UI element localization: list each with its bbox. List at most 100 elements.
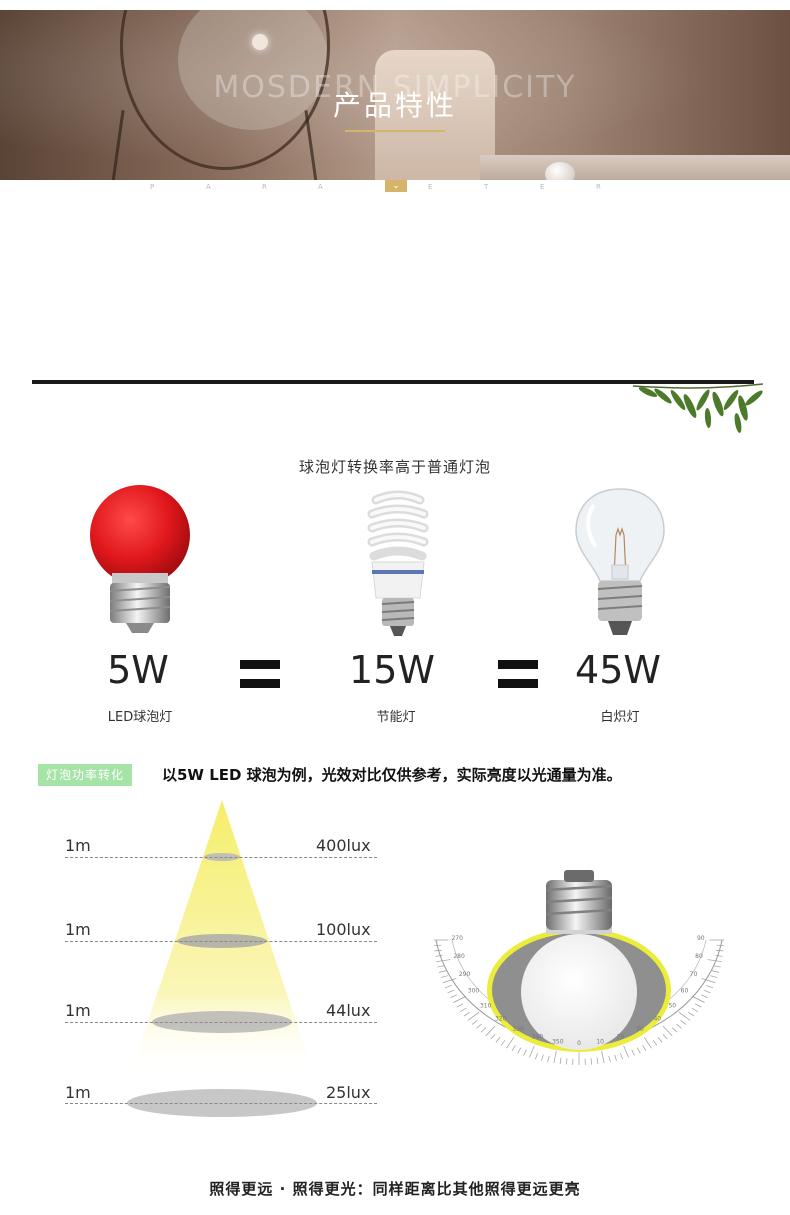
- protractor-tick: [707, 959, 722, 963]
- title-underline: [345, 130, 445, 132]
- protractor-tick: [652, 1039, 658, 1046]
- protractor-tick: [463, 1011, 470, 1017]
- param-letter: A: [206, 183, 212, 191]
- protractor-tick: [566, 1058, 568, 1065]
- cfl-wattage: 15W: [349, 648, 435, 692]
- protractor-tick: [450, 994, 457, 999]
- distance-guide: [65, 941, 377, 942]
- decor-shelf: [480, 155, 790, 180]
- protractor-tick: [517, 1047, 522, 1054]
- distance-label: 1m: [65, 836, 91, 855]
- protractor-label: 320: [495, 1015, 507, 1022]
- protractor-label: 310: [480, 1002, 492, 1009]
- protractor-tick: [695, 1003, 702, 1008]
- protractor-tick: [453, 995, 467, 1003]
- lux-value: 44lux: [326, 1001, 371, 1020]
- decor-ball: [545, 162, 575, 180]
- protractor-tick: [529, 1045, 535, 1058]
- led-wattage: 5W: [107, 648, 169, 692]
- incandescent-bulb-icon: [575, 488, 665, 635]
- protractor-label: 60: [681, 988, 689, 995]
- protractor-tick: [480, 1027, 487, 1033]
- conversion-note: 以5W LED 球泡为例，光效对比仅供参考，实际亮度以光通量为准。: [162, 766, 622, 784]
- protractor-tick: [435, 955, 443, 957]
- protractor-tick: [444, 985, 452, 989]
- incandescent-wattage: 45W: [575, 648, 661, 692]
- chevron-down-icon: ⌄: [385, 180, 407, 192]
- lux-value: 400lux: [316, 836, 371, 855]
- lux-value: 25lux: [326, 1083, 371, 1102]
- protractor-tick: [495, 1037, 501, 1043]
- protractor-tick: [623, 1045, 629, 1058]
- protractor-tick: [691, 1007, 698, 1012]
- protractor-tick: [608, 1055, 611, 1063]
- parameter-letters: P A R A E T E R: [0, 183, 790, 195]
- protractor-tick: [442, 978, 457, 984]
- protractor-tick: [662, 1025, 673, 1036]
- protractor-tick: [436, 959, 451, 963]
- protractor-label: 280: [453, 953, 465, 960]
- param-letter: T: [484, 183, 490, 191]
- hero-banner: MOSDERN SIMPLICITY 产品特性: [0, 10, 790, 180]
- protractor-tick: [710, 975, 718, 978]
- leaf-branch-icon: [632, 383, 764, 433]
- protractor-tick: [559, 1057, 562, 1064]
- protractor-label: 290: [459, 971, 471, 978]
- protractor-tick: [500, 1039, 506, 1046]
- distance-guide: [65, 857, 377, 858]
- red-led-bulb-icon: [90, 485, 190, 633]
- protractor-tick: [460, 1007, 467, 1012]
- param-letter: A: [318, 183, 324, 191]
- protractor-tick: [614, 1054, 617, 1061]
- protractor-tick: [662, 1033, 668, 1040]
- protractor-tick: [631, 1049, 635, 1056]
- protractor-tick: [547, 1055, 550, 1063]
- protractor-tick: [643, 1037, 652, 1049]
- conversion-tag: 灯泡功率转化: [38, 764, 133, 786]
- cfl-bulb-label: 节能灯: [376, 710, 416, 725]
- protractor-tick: [596, 1057, 599, 1064]
- protractor-tick: [691, 995, 705, 1003]
- equals-icon: [498, 660, 538, 688]
- protractor-label: 70: [690, 971, 698, 978]
- led-bulb-label: LED球泡灯: [107, 710, 173, 725]
- protractor-tick: [688, 1011, 695, 1017]
- protractor-tick: [636, 1047, 641, 1054]
- distance-guide: [65, 1103, 377, 1104]
- param-letter: E: [428, 183, 434, 191]
- protractor-tick: [715, 955, 723, 957]
- protractor-label: 270: [451, 935, 463, 942]
- incandescent-bulb-label: 白炽灯: [600, 710, 640, 725]
- protractor-tick: [456, 1003, 463, 1008]
- protractor-label: 10: [596, 1038, 604, 1045]
- comparison-title: 球泡灯转换率高于普通灯泡: [298, 458, 491, 476]
- lamp-light: [252, 34, 268, 50]
- footer-slogan: 照得更远 · 照得更光：同样距离比其他照得更远更亮: [209, 1180, 581, 1198]
- protractor-tick: [437, 965, 445, 968]
- protractor-tick: [601, 1050, 605, 1064]
- banner-title: 产品特性: [332, 89, 457, 122]
- protractor-tick: [620, 1053, 623, 1060]
- protractor-tick: [471, 1019, 478, 1025]
- protractor-tick: [440, 975, 448, 978]
- protractor-tick: [490, 1033, 496, 1040]
- banner-subtitle: MOSDERN SIMPLICITY: [213, 70, 577, 105]
- param-letter: E: [540, 183, 546, 191]
- protractor-label: 300: [468, 988, 480, 995]
- distance-guide: [65, 1022, 377, 1023]
- protractor-tick: [523, 1049, 527, 1056]
- decor-vase: [375, 50, 495, 180]
- protractor-tick: [706, 985, 714, 989]
- protractor-tick: [711, 970, 720, 973]
- distance-label: 1m: [65, 1001, 91, 1020]
- protractor-tick: [590, 1058, 592, 1065]
- protractor-tick: [676, 1023, 682, 1029]
- protractor-label: 90: [697, 935, 705, 942]
- equals-icon: [240, 660, 280, 688]
- lux-diagram: 1m 400lux 1m 100lux 1m 44lux 1m 25lux: [0, 800, 400, 1130]
- protractor-tick: [671, 1027, 678, 1033]
- protractor-tick: [657, 1037, 663, 1043]
- protractor-label: 350: [552, 1038, 564, 1045]
- protractor-tick: [476, 1023, 482, 1029]
- protractor-tick: [703, 989, 711, 994]
